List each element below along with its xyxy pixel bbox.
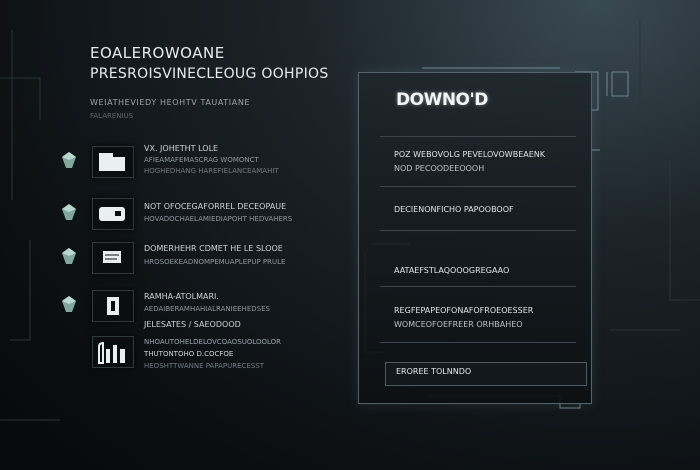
gem-icon bbox=[62, 296, 76, 312]
section-sublabel: FALARENIUS bbox=[90, 112, 134, 120]
download-button[interactable] bbox=[385, 362, 587, 386]
bars-icon bbox=[98, 341, 125, 364]
download-button-label[interactable]: EROREE TOLNNDO bbox=[396, 367, 472, 376]
file-icon bbox=[107, 297, 119, 315]
panel-divider bbox=[380, 230, 576, 231]
feature-title: NOT OFOCEGAFORREL DECEOPAUE bbox=[144, 202, 287, 211]
gem-icon bbox=[62, 248, 76, 264]
feature-desc: HROSOEKEADNOMPEMUAPLEPUP PRULE bbox=[144, 258, 286, 266]
panel-option[interactable]: REGFEPAPEOFONAFOFROEOESSER bbox=[394, 306, 534, 315]
feature-title: NHOAUTOHELDELOVCOAOSUOLOOLOR bbox=[144, 338, 282, 346]
display-icon bbox=[99, 207, 125, 221]
gem-icon bbox=[62, 152, 76, 168]
feature-thumbnail bbox=[92, 146, 134, 178]
gem-icon bbox=[62, 204, 76, 220]
download-panel bbox=[358, 72, 592, 404]
feature-title: VX. JOHETHT LOLE bbox=[144, 144, 219, 153]
feature-desc-2: HOGHEDHANG HAREFIELANCEAMAHIT bbox=[144, 167, 279, 175]
document-icon bbox=[103, 251, 121, 263]
panel-divider bbox=[380, 136, 576, 137]
section-label: WEIATHEVIEDY HEOHTV TAUATIANE bbox=[90, 98, 251, 107]
feature-thumbnail bbox=[92, 336, 134, 368]
feature-thumbnail bbox=[92, 242, 134, 274]
feature-thumbnail bbox=[92, 198, 134, 230]
page-subtitle: PRESROISVINECLEOUG OOHPIOS bbox=[90, 66, 329, 82]
feature-desc-2: HEOSHTTWANNE PAPAPURECESST bbox=[144, 362, 265, 370]
panel-divider bbox=[380, 186, 576, 187]
feature-desc: AFIEAMAFEMASCRAG WOMONCT bbox=[144, 156, 259, 164]
feature-title: DOMERHEHR CDMET HE LE SLOOE bbox=[144, 244, 283, 253]
panel-option[interactable]: AATAEFSTLAQOOOGREGAAO bbox=[394, 266, 510, 275]
page-title: EOALEROWOANE bbox=[90, 44, 225, 62]
panel-option[interactable]: DECIENONFICHO PAPOOBOOF bbox=[394, 205, 514, 214]
feature-thumbnail bbox=[92, 290, 134, 322]
panel-option-sub: NOD PECOODEEOOOH bbox=[394, 164, 485, 173]
panel-divider bbox=[380, 342, 576, 343]
window-icon bbox=[99, 153, 125, 171]
feature-desc: THUTONTOHO D.COCFOE bbox=[144, 350, 234, 358]
panel-title: DOWNO'D bbox=[396, 90, 488, 110]
feature-desc: HOVADOCHAELAMIEDIAPOHT HEDVAHERS bbox=[144, 215, 293, 223]
feature-title: RAMHA-ATOLMARI. bbox=[144, 292, 219, 301]
panel-divider bbox=[380, 286, 576, 287]
feature-desc: AEDAIBERAMHAHIALRANIEEHEDSES bbox=[144, 305, 270, 313]
panel-option[interactable]: POZ WEBOVOLG PEVELOVOWBEAENK bbox=[394, 150, 546, 159]
feature-title-2: JELESATES / SAEODOOD bbox=[144, 320, 241, 329]
panel-option-sub: WOMCEOFOEFREER ORHBAHEO bbox=[394, 320, 523, 329]
